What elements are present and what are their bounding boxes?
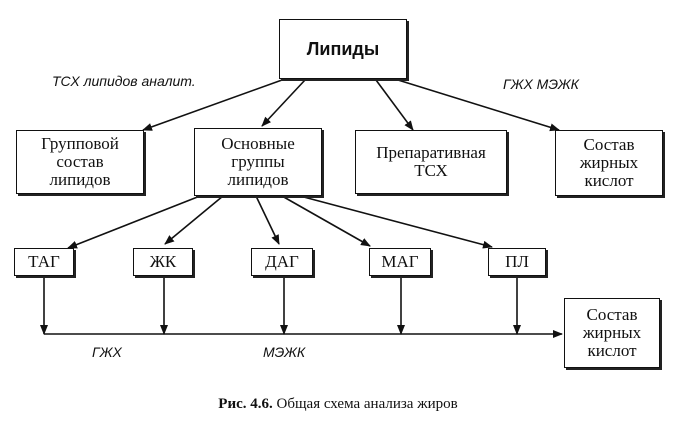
- node-tag: ТАГ: [14, 248, 74, 276]
- node-fatty-acid-composition-bottom: Состав жирных кислот: [564, 298, 660, 368]
- label-fame-bottom: МЭЖК: [263, 344, 306, 360]
- label-glc-fame-top: ГЖХ МЭЖК: [503, 76, 579, 92]
- arrow-main-zhk: [164, 195, 224, 245]
- arrow-root-fa: [397, 79, 560, 132]
- node-pl: ПЛ: [488, 248, 546, 276]
- arrow-main-pl: [299, 195, 493, 249]
- node-lipids: Липиды: [279, 19, 407, 79]
- label-glc-bottom: ГЖХ: [92, 344, 122, 360]
- arrow-root-main: [261, 79, 306, 127]
- figure-caption: Рис. 4.6. Общая схема анализа жиров: [0, 396, 676, 413]
- node-main-groups: Основные группы липидов: [194, 128, 322, 196]
- node-group-composition: Групповой состав липидов: [16, 130, 144, 194]
- node-dag: ДАГ: [251, 248, 313, 276]
- arrow-main-tag: [67, 195, 201, 249]
- node-fatty-acid-composition-top: Состав жирных кислот: [555, 130, 663, 196]
- node-preparative-tlc: Препаративная ТСХ: [355, 130, 507, 194]
- arrow-root-prep: [375, 79, 414, 131]
- caption-number: Рис. 4.6.: [218, 396, 273, 412]
- arrow-main-dag: [255, 195, 280, 245]
- arrow-main-mag: [281, 195, 371, 247]
- caption-text: Общая схема анализа жиров: [276, 396, 458, 412]
- label-tlc-analytical: ТСХ липидов аналит.: [52, 73, 196, 89]
- arrow-root-group: [142, 79, 283, 131]
- node-mag: МАГ: [369, 248, 431, 276]
- node-zhk: ЖК: [133, 248, 193, 276]
